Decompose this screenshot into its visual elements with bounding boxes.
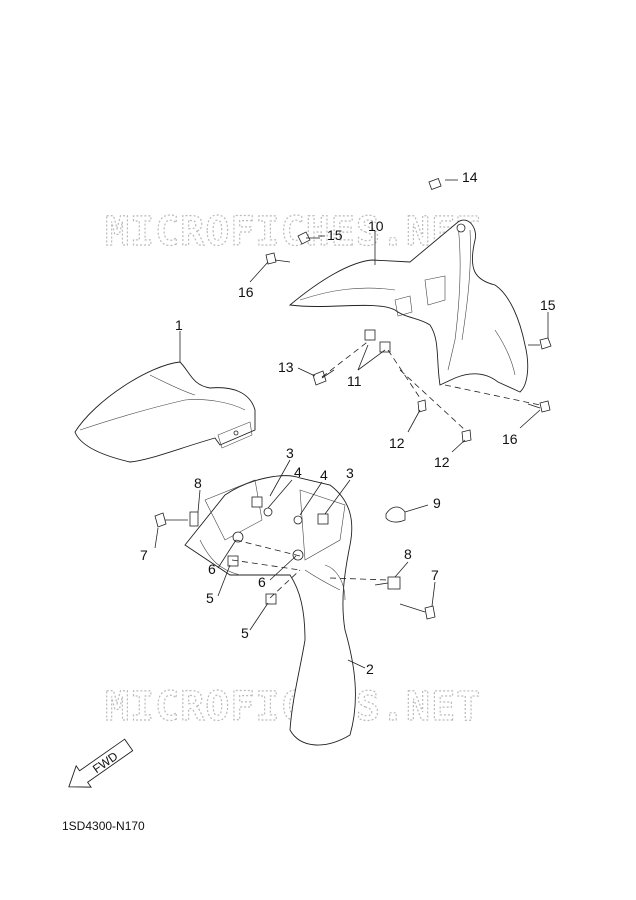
callout-8-left: 8 (194, 475, 202, 491)
callout-15-right: 15 (540, 297, 556, 313)
diagram-code: 1SD4300-N170 (62, 819, 145, 833)
callout-3-right: 3 (346, 465, 354, 481)
callout-7-left: 7 (140, 547, 148, 563)
callout-7-right: 7 (431, 567, 439, 583)
callout-15-top: 15 (327, 227, 343, 243)
callout-5-bottom: 5 (241, 625, 249, 641)
fwd-arrow: FWD (68, 738, 134, 788)
callout-6-right: 6 (258, 574, 266, 590)
part-inner-panel (288, 219, 529, 393)
callout-13: 13 (278, 359, 294, 375)
callout-4-right: 4 (320, 467, 328, 483)
leader-lines (154, 179, 549, 669)
hardware (154, 178, 552, 620)
callout-6-left: 6 (208, 561, 216, 577)
callout-11: 11 (347, 373, 362, 389)
callout-16-right: 16 (502, 431, 518, 447)
callout-8-right: 8 (404, 546, 412, 562)
callout-12-left: 12 (389, 435, 405, 451)
callout-10: 10 (368, 218, 384, 234)
callout-3-left: 3 (286, 445, 294, 461)
callout-12-bottom: 12 (434, 454, 450, 470)
watermark-top: MICROFICHES.NET (105, 209, 481, 255)
callout-2: 2 (366, 661, 374, 677)
callout-1: 1 (175, 317, 183, 333)
callout-14: 14 (462, 169, 478, 185)
callout-9: 9 (433, 495, 441, 511)
callouts: 1 2 3 3 4 4 5 5 6 6 7 7 8 8 9 10 11 12 1… (140, 169, 556, 677)
callout-4-left: 4 (294, 464, 302, 480)
assembly-lines (231, 339, 541, 599)
part-front-fender-cover (74, 361, 256, 463)
part-front-fender (184, 475, 356, 746)
callout-5-left: 5 (206, 590, 214, 606)
callout-16-left: 16 (238, 284, 254, 300)
